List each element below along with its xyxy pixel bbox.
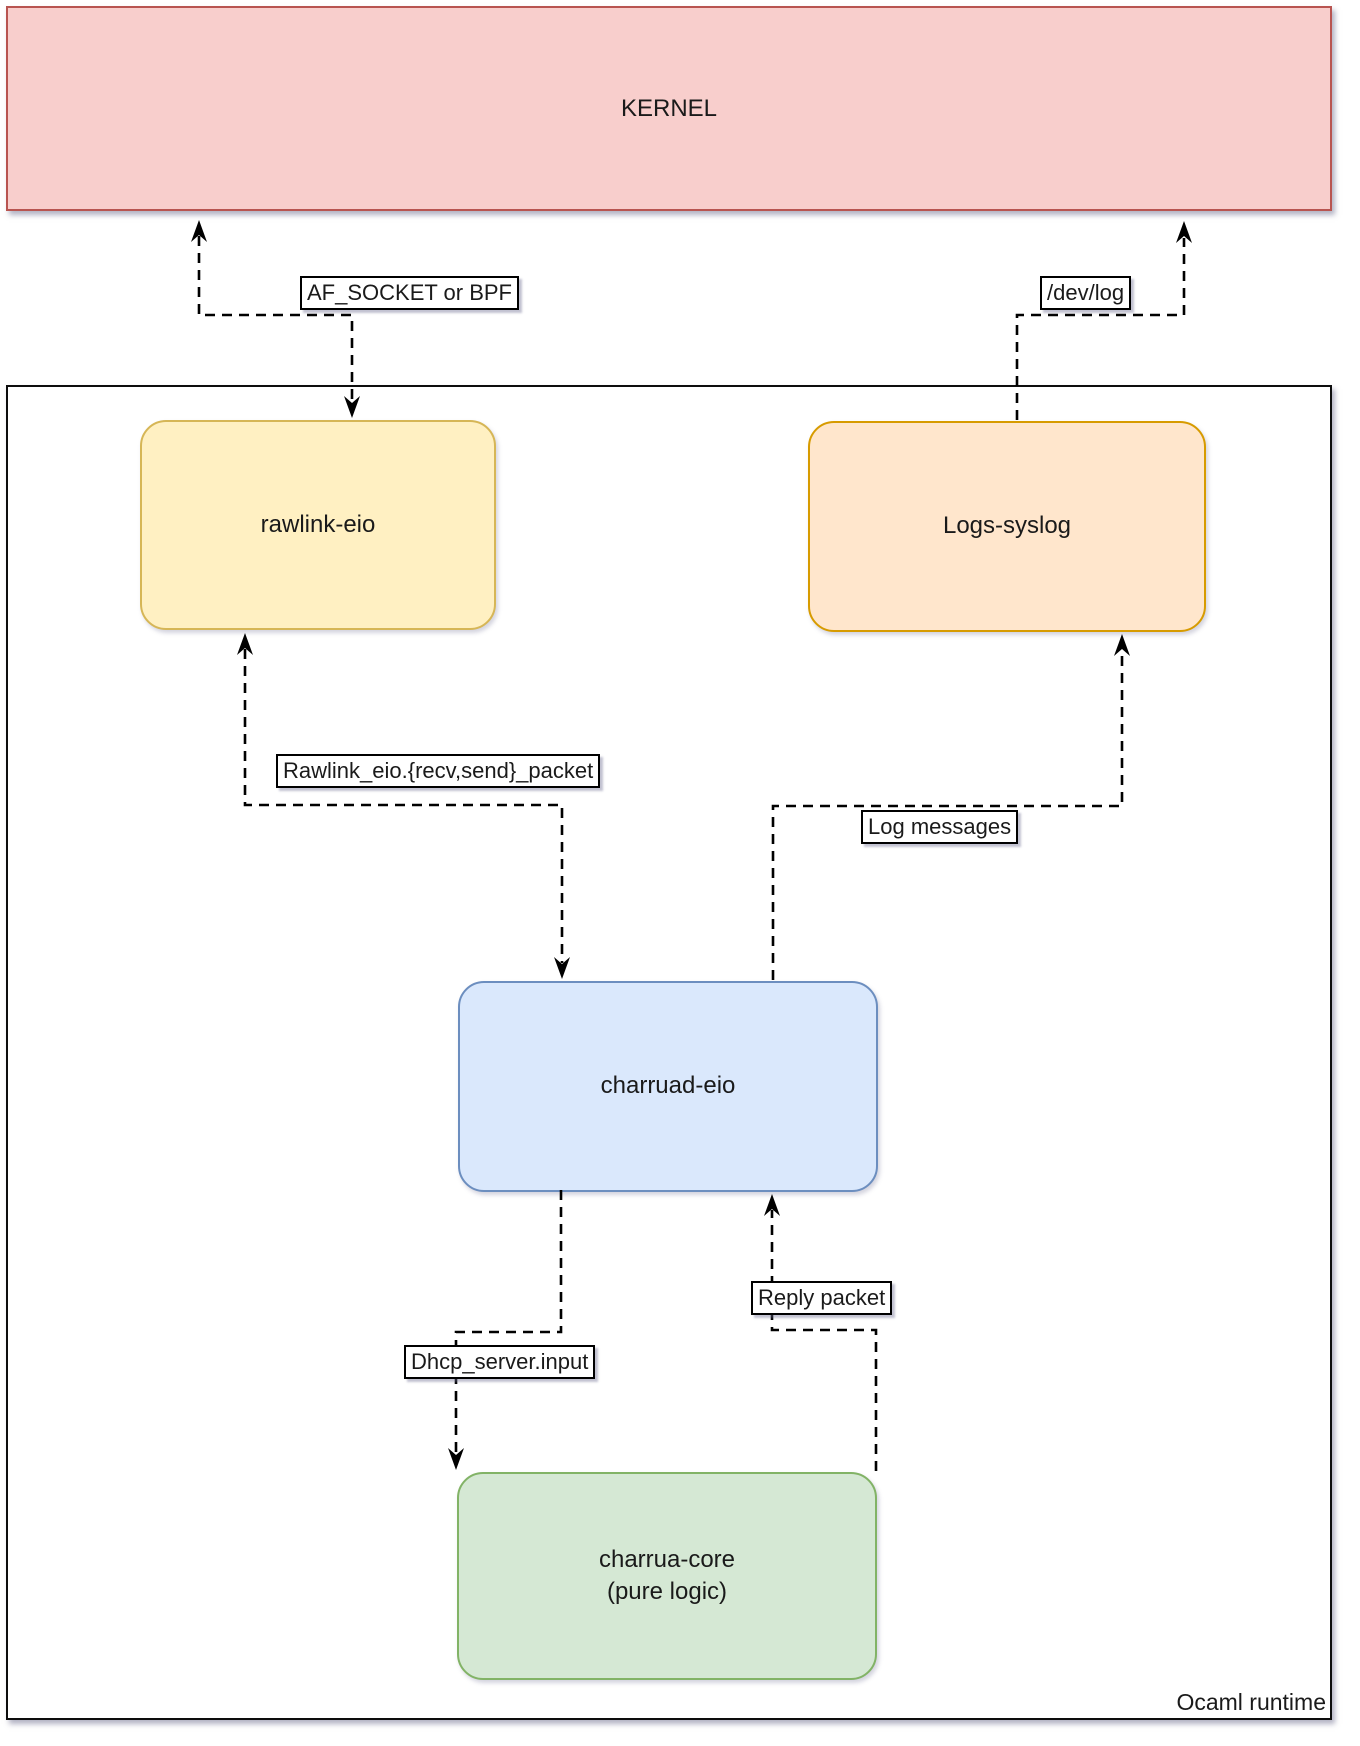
node-charrua-core-sublabel: (pure logic) <box>606 1578 728 1605</box>
arrowhead-up-kernel-right <box>1176 221 1192 243</box>
edge-af-socket-path <box>197 236 354 402</box>
node-rawlink-eio: rawlink-eio <box>140 420 496 630</box>
arrowhead-up-kernel-left <box>191 220 207 242</box>
ocaml-runtime-label: Ocaml runtime <box>1176 1689 1326 1715</box>
node-logs-syslog: Logs-syslog <box>808 421 1206 632</box>
edge-label-log-messages: Log messages <box>861 810 1019 845</box>
node-charruad-eio: charruad-eio <box>458 981 878 1192</box>
node-charrua-core: charrua-core (pure logic) <box>457 1472 877 1680</box>
kernel-label: KERNEL <box>620 94 718 122</box>
edge-label-rawlink-packet: Rawlink_eio.{recv,send}_packet <box>276 754 601 789</box>
node-rawlink-eio-label: rawlink-eio <box>260 510 376 538</box>
edge-label-dev-log: /dev/log <box>1040 276 1132 311</box>
node-charruad-eio-label: charruad-eio <box>600 1072 736 1100</box>
node-logs-syslog-label: Logs-syslog <box>942 512 1072 540</box>
edge-label-dhcp-server-input: Dhcp_server.input <box>404 1345 596 1380</box>
kernel-box: KERNEL <box>6 6 1332 211</box>
edge-label-reply-packet: Reply packet <box>751 1281 893 1316</box>
edge-label-af-socket-or-bpf: AF_SOCKET or BPF <box>300 276 519 311</box>
node-charrua-core-label: charrua-core <box>598 1545 736 1573</box>
